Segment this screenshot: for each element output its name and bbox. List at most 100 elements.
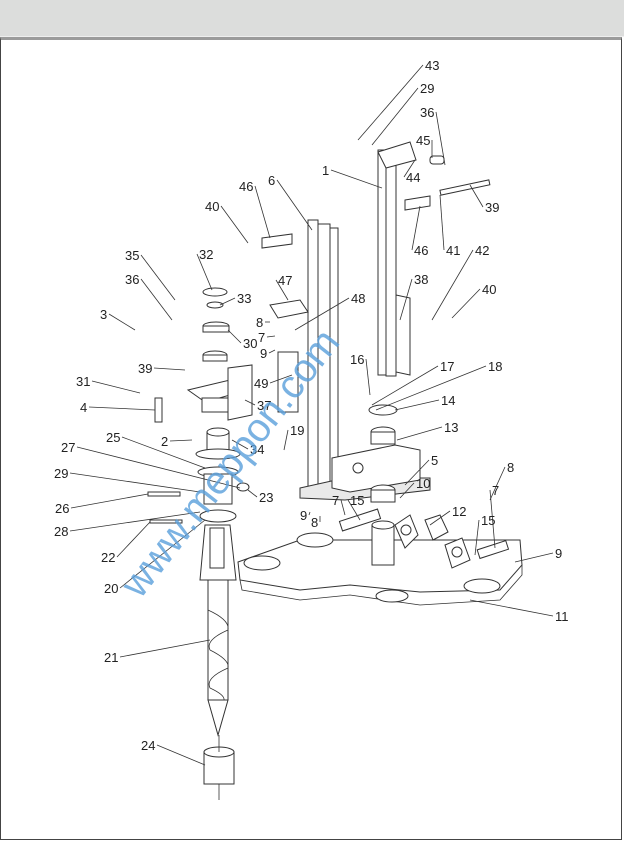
leader-line	[119, 519, 206, 589]
part-callout-38: 38	[414, 272, 428, 287]
part-callout-17: 17	[440, 359, 454, 374]
part-callout-18: 18	[488, 359, 502, 374]
leader-line	[429, 510, 451, 526]
leader-line	[108, 313, 136, 331]
leader-line	[91, 380, 141, 394]
part-callout-40: 40	[205, 199, 219, 214]
part-callout-8: 8	[311, 515, 318, 530]
part-callout-46: 46	[414, 243, 428, 258]
leader-line	[69, 511, 201, 532]
leader-line	[121, 436, 206, 469]
part-callout-7: 7	[332, 493, 339, 508]
part-callout-31: 31	[76, 374, 90, 389]
part-callout-46: 46	[239, 179, 253, 194]
leader-line	[247, 489, 258, 498]
leader-line	[357, 64, 424, 141]
part-callout-42: 42	[475, 243, 489, 258]
gearbox-assembly	[147, 287, 253, 524]
part-callout-13: 13	[444, 420, 458, 435]
leader-line	[396, 426, 443, 441]
leader-line	[196, 253, 213, 291]
leader-line	[169, 439, 193, 442]
leader-line	[269, 374, 293, 384]
part-callout-7: 7	[492, 483, 499, 498]
leader-line	[431, 249, 474, 321]
part-callout-43: 43	[425, 58, 439, 73]
part-callout-41: 41	[446, 243, 460, 258]
leader-line	[308, 511, 311, 516]
leader-line	[268, 349, 276, 354]
leader-line	[116, 521, 151, 558]
leader-line	[394, 399, 440, 411]
boom-arm-13	[331, 404, 421, 566]
leader-line	[70, 493, 149, 509]
leader-line	[88, 406, 156, 411]
part-callout-29: 29	[54, 466, 68, 481]
part-callout-32: 32	[199, 247, 213, 262]
part-callout-40: 40	[482, 282, 496, 297]
leader-line	[365, 358, 371, 396]
part-callout-6: 6	[268, 173, 275, 188]
leader-line	[489, 466, 506, 501]
part-callout-47: 47	[278, 273, 292, 288]
part-callout-16: 16	[350, 352, 364, 367]
part-callout-35: 35	[125, 248, 139, 263]
leader-line	[371, 365, 439, 406]
part-callout-49: 49	[254, 376, 268, 391]
part-callout-20: 20	[104, 581, 118, 596]
leader-line	[219, 297, 236, 306]
leader-line	[244, 399, 256, 406]
top-bar	[0, 0, 624, 37]
part-callout-26: 26	[55, 501, 69, 516]
part-callout-9: 9	[555, 546, 562, 561]
part-callout-5: 5	[431, 453, 438, 468]
part-callout-15: 15	[350, 493, 364, 508]
part-callout-8: 8	[256, 315, 263, 330]
part-callout-1: 1	[322, 163, 329, 178]
part-callout-36: 36	[420, 105, 434, 120]
part-callout-33: 33	[237, 291, 251, 306]
leader-line	[474, 519, 480, 556]
part-callout-29: 29	[420, 81, 434, 96]
leader-line	[227, 329, 242, 344]
part-callout-22: 22	[101, 550, 115, 565]
leader-line	[119, 639, 211, 658]
part-callout-36: 36	[125, 272, 139, 287]
part-callout-24: 24	[141, 738, 155, 753]
leader-line	[283, 429, 289, 451]
part-callout-8: 8	[507, 460, 514, 475]
part-callout-21: 21	[104, 650, 118, 665]
leader-line	[294, 297, 350, 331]
part-callout-48: 48	[351, 291, 365, 306]
leader-line	[469, 599, 554, 617]
part-callout-4: 4	[80, 400, 87, 415]
leader-line	[330, 169, 383, 189]
leader-line	[399, 278, 413, 321]
part-callout-34: 34	[250, 442, 264, 457]
leader-line	[275, 279, 289, 301]
mast-column-1	[377, 149, 411, 377]
leader-line	[411, 205, 421, 251]
part-callout-12: 12	[452, 504, 466, 519]
part-callout-37: 37	[257, 398, 271, 413]
leader-line	[399, 482, 415, 499]
part-callout-44: 44	[406, 170, 420, 185]
leader-line	[69, 472, 201, 493]
leader-line	[140, 278, 173, 321]
part-callout-7: 7	[258, 330, 265, 345]
leader-line	[439, 194, 445, 251]
part-callout-15: 15	[481, 513, 495, 528]
leader-line	[371, 87, 419, 146]
part-callout-11: 11	[555, 609, 569, 624]
auger-screw	[199, 524, 237, 800]
leader-line	[153, 367, 186, 371]
leader-line	[254, 185, 271, 239]
leader-line	[403, 159, 416, 178]
part-callout-19: 19	[290, 423, 304, 438]
part-callout-23: 23	[259, 490, 273, 505]
part-callout-39: 39	[138, 361, 152, 376]
part-callout-45: 45	[416, 133, 430, 148]
part-callout-14: 14	[441, 393, 455, 408]
